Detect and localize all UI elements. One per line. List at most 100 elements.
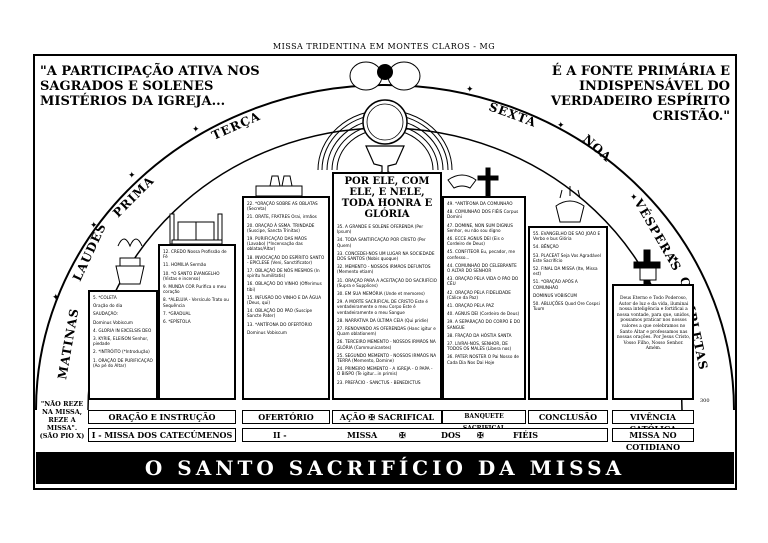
outer-frame	[33, 54, 737, 490]
label-fieis-roman: II -	[273, 430, 287, 440]
svg-text:✦: ✦	[90, 221, 98, 231]
dove-cross-icon	[447, 167, 499, 197]
list-item: 45. CONFITEOR Eu, pecador, me confesso..…	[447, 249, 516, 260]
chalice-icon	[365, 145, 405, 175]
list-item: 41. ORAÇÃO PELA PAZ	[447, 303, 494, 309]
list-item: 30. EM SUA MEMÓRIA (Unde et memores)	[337, 291, 425, 297]
list-item: 47. DOMINE, NON SUM DIGNUS Senhor, eu nã…	[447, 222, 513, 233]
list-item: 42. ORAÇÃO PELA FIDELIDADE (Cálice da Pa…	[447, 289, 511, 300]
list-item: 35. A GRANDE E SOLENE OFERENDA (Per Ipsu…	[337, 224, 424, 235]
list-item: 11. HOMILIA Sermão	[163, 262, 207, 268]
label-fieis-dos: DOS	[441, 430, 461, 440]
list-item: 32. MEMENTO - NOSSOS IRMÃOS DEFUNTOS (Me…	[337, 264, 431, 275]
list-item: 29. A MORTE SACRIFICAL DE CRISTO Este é …	[337, 299, 428, 315]
list-item: 33. CONCEDEI-NOS UM LUGAR NA SOCIEDADE D…	[337, 250, 435, 262]
list-item: 43. ORAÇÃO PELA VIDA O PÃO DO CÉU	[447, 276, 519, 287]
list-item: 19. PURIFICAÇÃO DAS MÃOS (Lavabo) (*Ince…	[247, 236, 307, 252]
list-item: 15. INFUSÃO DO VINHO E DA ÁGUA (Deus, qu…	[247, 294, 322, 306]
cross-icon: ✠	[477, 430, 484, 440]
hour-terca: TERÇA	[210, 109, 263, 143]
hour-matinas: MATINAS	[55, 307, 81, 381]
label-missa-catecumenos: I - MISSA DOS CATECÚMENOS	[88, 428, 236, 442]
cross-icon: ✠	[399, 430, 406, 440]
label-missa-cotidiano: MISSA NO COTIDIANO	[612, 428, 694, 452]
list-item: 50. ABLUÇÕES Quod Ore Cospsi Tuum	[533, 301, 600, 312]
list-item: 24. PRIMEIRO MEMENTO - A IGREJA - O PAPA…	[337, 366, 433, 377]
list-item: 2. *INTRÓITO (*Introdução)	[93, 349, 150, 355]
column-oracao-1: 5. *COLETA Oração do dia SAUDAÇÃO: Domin…	[88, 290, 158, 400]
label-acao-sacrifical: AÇÃO ✠ SACRIFICAL	[332, 410, 442, 424]
list-item: 48. COMUNHÃO DOS FIÉIS Corpus Domini	[447, 209, 519, 220]
svg-text:✦: ✦	[192, 125, 200, 135]
list-item: 34. TODA SANTIFICAÇÃO POR CRISTO (Per Qu…	[337, 237, 426, 248]
list-item: 49. *ANTÍFONA DA COMUNHÃO	[447, 201, 513, 206]
list-item: 7. *GRADUAL	[163, 310, 191, 316]
page-header: MISSA TRIDENTINA EM MONTES CLAROS - MG	[272, 42, 496, 51]
list-item: 16. OBLAÇÃO DO VINHO (Offerimus tibi)	[247, 281, 322, 292]
list-item: 20. ORAÇÃO À SSMA. TRINDADE (Suscipe, Sa…	[247, 222, 315, 233]
angel-icon	[349, 61, 421, 91]
list-item: 3. KYRIE, ELEISON Senhor, piedade	[93, 336, 149, 347]
list-item: 55. EVANGELHO DE SÃO JOÃO E Verbo e bus …	[533, 231, 601, 242]
list-item: 38. FRAÇÃO DA HÓSTIA SANTA	[447, 332, 512, 338]
quote-left: "A PARTICIPAÇÃO ATIVA NOS SAGRADOS E SOL…	[40, 64, 260, 109]
list-item: 1. ORAÇÃO DE PURIFICAÇÃO (Ao pé do Altar…	[93, 357, 153, 368]
list-item: DOMINUS VOBISCUM	[533, 292, 578, 298]
center-title: POR ELE, COM ELE, E NELE, TODA HONRA E G…	[341, 176, 433, 220]
list-item: 10. *O SANTO EVANGELHO (Vistas e incenso…	[163, 270, 220, 281]
inri-cross-icon	[633, 249, 661, 291]
svg-text:✦: ✦	[630, 193, 638, 203]
list-item: 53. PLACEAT Seja Vos Agradável Este Sacr…	[533, 252, 601, 263]
list-item: 37. LIVRAI-NOS, SENHOR, DE TODOS OS MALE…	[447, 341, 512, 352]
list-item: 27. RENOVANDO AS OFERENDAS (Hanc igitur …	[337, 326, 436, 337]
list-item: 46. ECCE AGNUS DEI (Eis o Cordeiro de De…	[447, 236, 504, 247]
label-conclusao: CONCLUSÃO	[528, 410, 608, 424]
list-item: 23. PREFÁCIO - SANCTUS - BENEDICTUS	[337, 379, 421, 385]
label-ofertorio: OFERTÓRIO	[242, 410, 330, 424]
list-item: 22. *ORAÇÃO SOBRE AS OBLATAS (Secreta)	[247, 201, 318, 212]
svg-text:✦: ✦	[672, 255, 680, 265]
column-vivencia	[612, 284, 694, 400]
label-oracao-instrucao: ORAÇÃO E INSTRUÇÃO	[88, 410, 236, 424]
list-item: 14. OBLAÇÃO DO PÃO (Suscipe Sancte Pater…	[247, 308, 313, 319]
list-item: 25. SEGUNDO MEMENTO - NOSSOS IRMÃOS NA T…	[337, 352, 437, 364]
list-item: 40. AGNUS DEI (Cordeiro de Deus)	[447, 311, 520, 317]
vivencia-prayer: Deus Eterno e Todo Poderoso, Autor de lu…	[616, 296, 691, 352]
column-acao-sacrifical: 35. A GRANDE E SOLENE OFERENDA (Per Ipsu…	[332, 172, 442, 400]
outer-arch	[35, 84, 735, 411]
column-ofertorio: 22. *ORAÇÃO SOBRE AS OBLATAS (Secreta) 2…	[242, 196, 330, 400]
column-banquete: 49. *ANTÍFONA DA COMUNHÃO 48. COMUNHÃO D…	[442, 196, 526, 400]
title-banner	[36, 452, 734, 484]
banner-title: O SANTO SACRIFÍCIO DA MISSA	[144, 456, 626, 480]
column-conclusao: 55. EVANGELHO DE SÃO JOÃO E Verbo e bus …	[528, 226, 608, 400]
side-quote: "NÃO REZE NA MISSA, REZE A MISSA". (SÃO …	[39, 400, 85, 440]
list-item: 36. PATER NOSTER O Pai Nosso de Cada Dia…	[447, 354, 519, 365]
list-item: Dominus Vobiscum	[93, 319, 133, 325]
list-item: Oração do dia	[93, 303, 123, 309]
incense-icon	[115, 238, 145, 285]
chi-rho-medallion	[362, 99, 408, 145]
hour-stars: ✦ ✦ ✦ ✦ ✦ ✦ ✦ ✦	[52, 85, 680, 303]
list-item: 13. *ANTÍFONA DO OFERTÓRIO	[247, 321, 313, 327]
list-item: 51. *ORAÇÃO APÓS A COMUNHÃO	[533, 279, 578, 290]
list-item: 21. ORATE, FRATRES Orai, irmãos	[247, 214, 317, 220]
label-vivencia: VIVÊNCIA CATÓLICA	[612, 410, 694, 434]
list-item: 5. *COLETA	[93, 295, 117, 300]
list-item: 4. GLORIA IN EXCELSIS DEO	[93, 327, 152, 333]
list-item: 28. NARRATIVA DA ÚLTIMA CEIA (Qui pridie…	[337, 317, 429, 323]
list-item: 52. FINAL DA MISSA (Ite, Missa est)	[533, 266, 598, 277]
svg-text:✦: ✦	[52, 293, 60, 303]
list-item: 6. *EPÍSTOLA	[163, 319, 191, 325]
svg-text:✦: ✦	[466, 85, 474, 95]
list-item: Dominus Vobiscum	[247, 329, 287, 335]
sacred-heart-icon	[555, 186, 585, 223]
label-missa-fieis: II - MISSA ✠ DOS ✠ FIÉIS	[242, 428, 608, 442]
list-item: 17. OBLAÇÃO DE NÓS MESMOS (In spiritu hu…	[247, 268, 320, 279]
list-item: 18. INVOCAÇÃO DO ESPÍRITO SANTO - EPICLE…	[247, 254, 325, 265]
hour-noa: NOA	[580, 132, 614, 165]
cruets-icon	[255, 175, 303, 197]
label-fieis-missa: MISSA	[347, 430, 378, 440]
label-fieis-fieis: FIÉIS	[513, 430, 539, 440]
list-item: 26. TERCEIRO MEMENTO - NOSSOS IRMÃOS NA …	[337, 339, 436, 350]
list-item: SAUDAÇÃO:	[93, 311, 118, 317]
